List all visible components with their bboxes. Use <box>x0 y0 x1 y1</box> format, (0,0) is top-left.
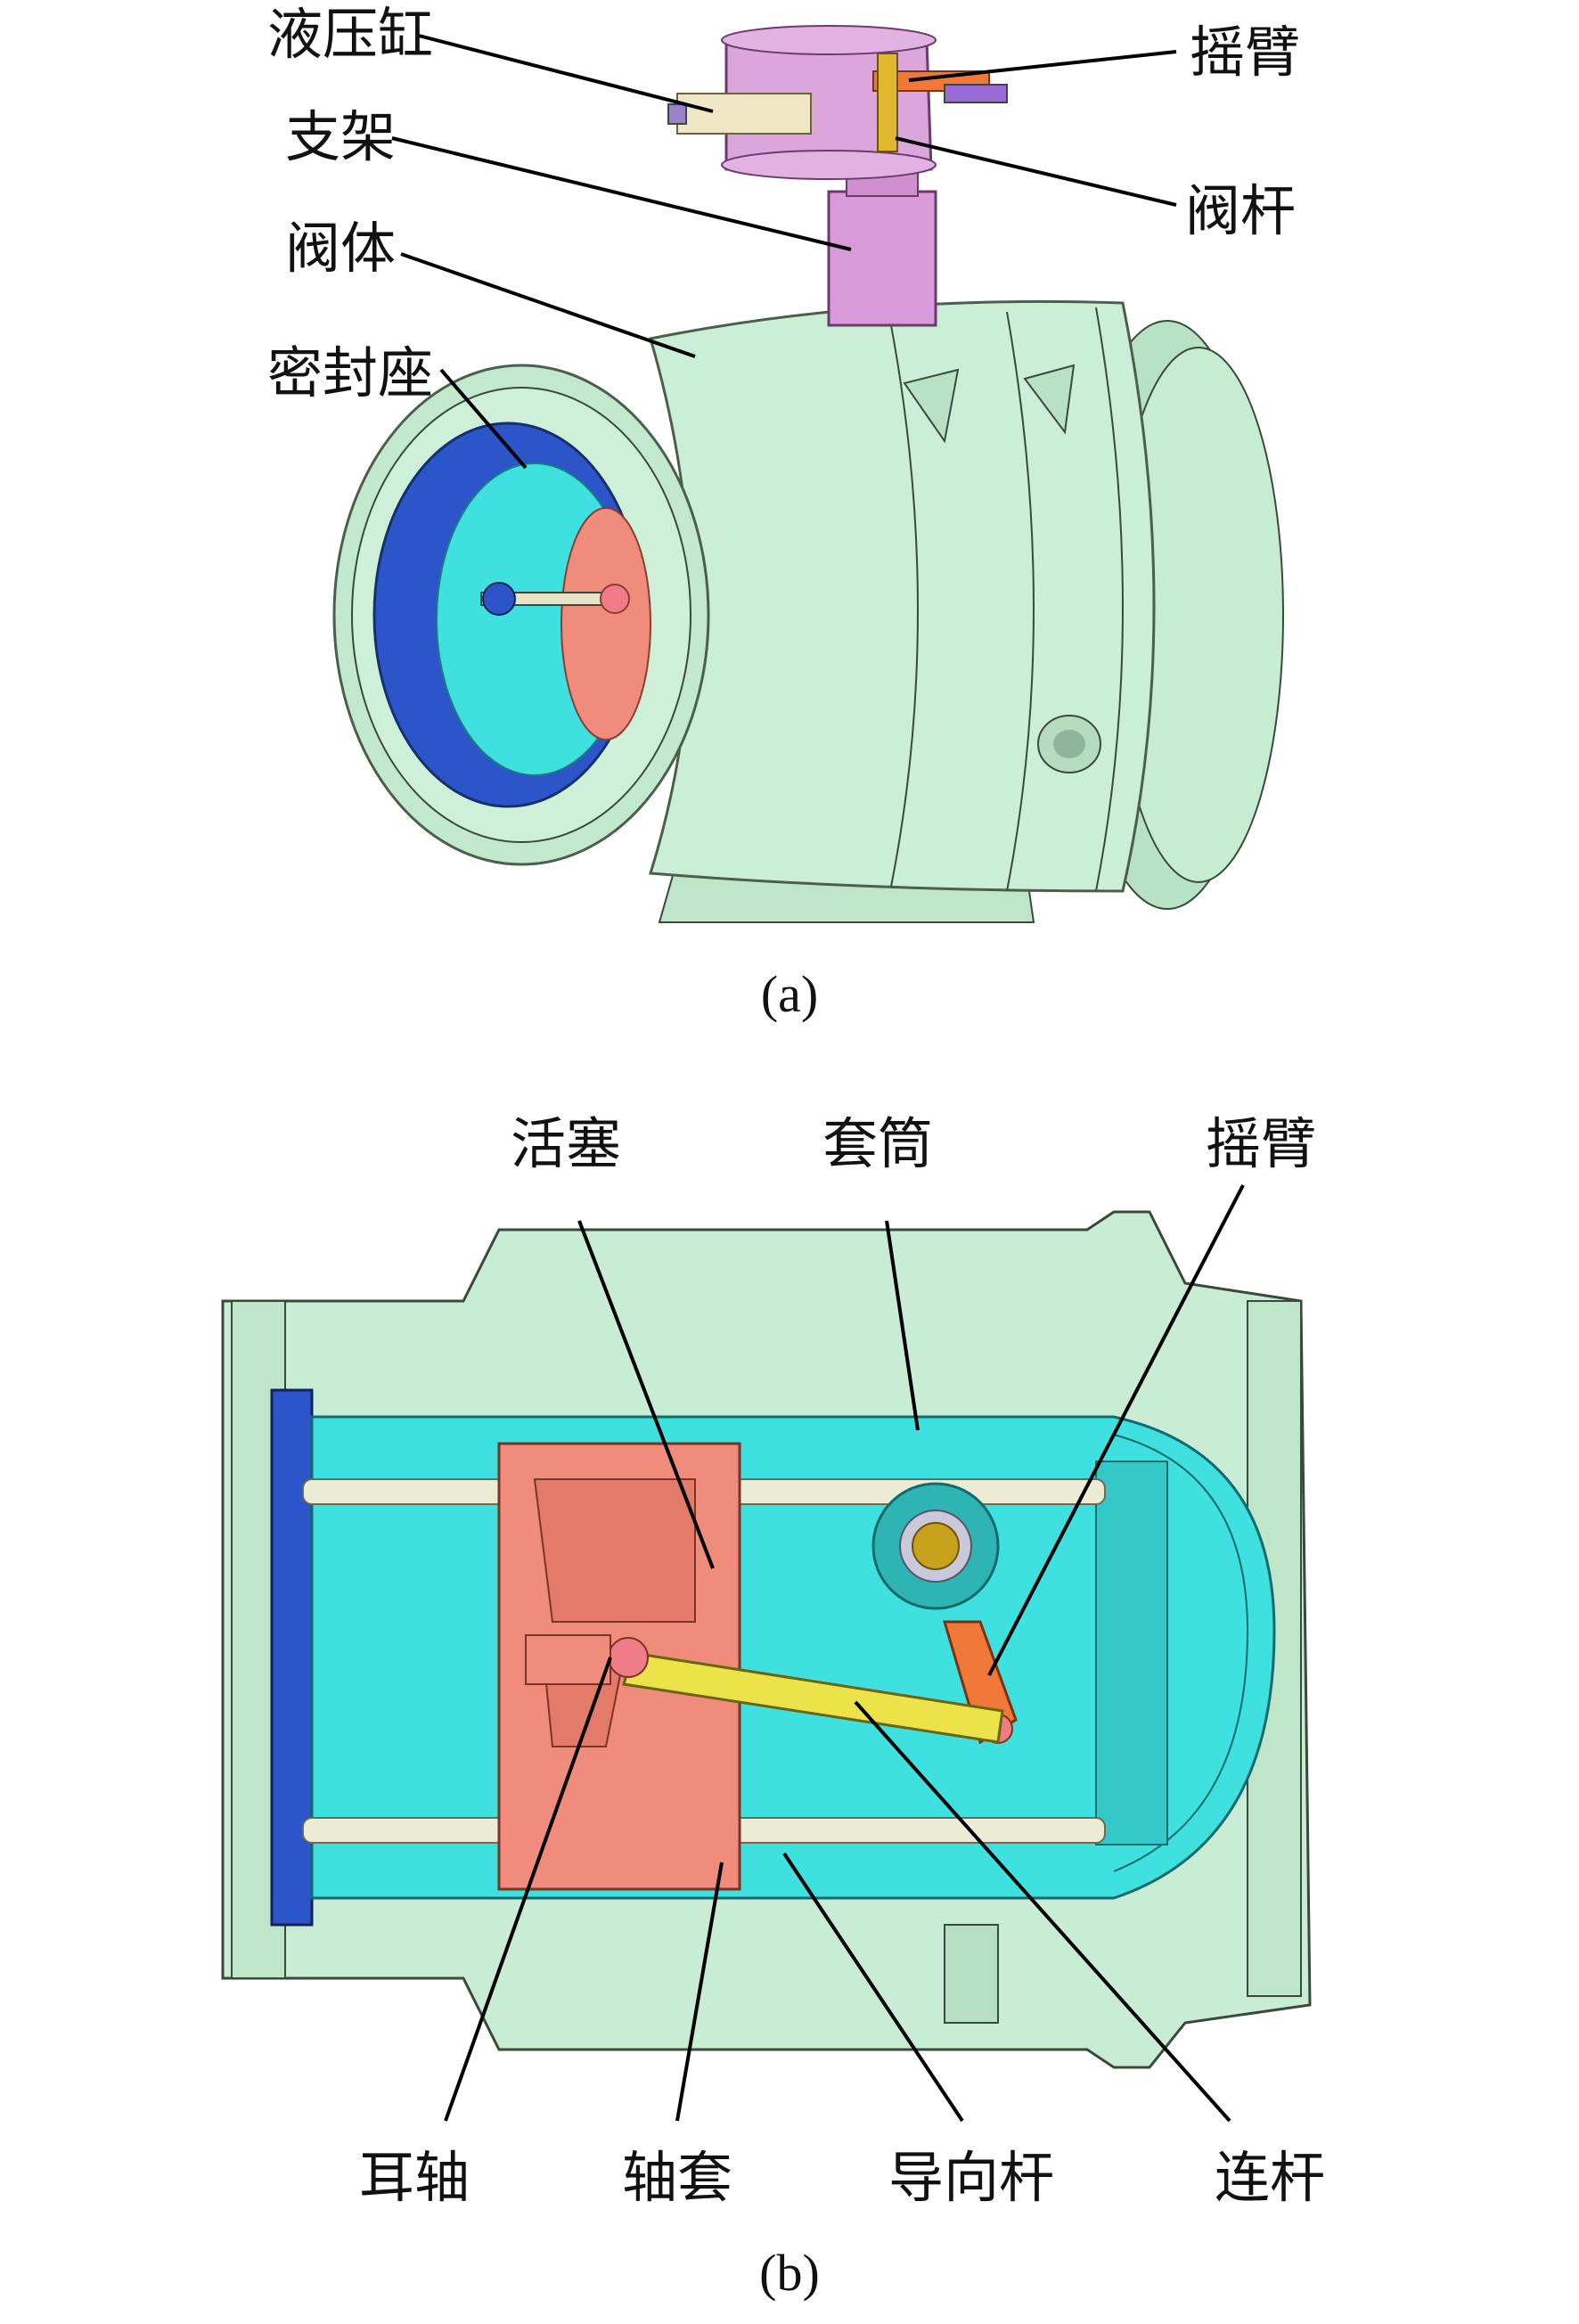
seal-seat-section <box>270 1388 314 1927</box>
leader-rocker-arm-a <box>908 50 1177 82</box>
valve-stem-part <box>877 53 898 152</box>
leader-guide-rod <box>782 1852 964 2123</box>
leader-connecting-rod <box>854 1700 1231 2123</box>
label-piston: 活塞 <box>511 1111 621 1176</box>
label-hydraulic-cylinder: 液压缸 <box>267 2 433 67</box>
label-valve-stem: 阀杆 <box>1185 178 1296 243</box>
leader-hydraulic-cylinder <box>418 34 714 113</box>
leader-piston <box>577 1220 715 1569</box>
leader-sleeve <box>885 1220 920 1431</box>
label-trunnion: 耳轴 <box>359 2145 470 2210</box>
label-sleeve: 套筒 <box>822 1111 933 1176</box>
bracket-column <box>827 190 937 327</box>
leader-valve-body <box>400 252 696 358</box>
leader-bushing <box>675 1862 724 2122</box>
label-bracket: 支架 <box>285 104 396 169</box>
leader-valve-stem <box>895 136 1177 207</box>
panel-a-drawing <box>332 25 1284 923</box>
caption-a: (a) <box>761 965 818 1023</box>
label-rocker-arm-a: 摇臂 <box>1190 20 1300 85</box>
leader-rocker-arm-b <box>987 1184 1245 1676</box>
label-guide-rod: 导向杆 <box>888 2145 1054 2210</box>
trunnion-pin <box>608 1637 649 1678</box>
panel-b-drawing <box>221 1210 1312 2069</box>
label-valve-body: 阀体 <box>285 216 396 281</box>
label-rocker-arm-b: 摇臂 <box>1206 1111 1316 1176</box>
label-connecting-rod: 连杆 <box>1215 2145 1325 2210</box>
hydraulic-cylinder-part <box>676 93 812 135</box>
leader-trunnion <box>444 1657 612 2122</box>
leader-bracket <box>391 136 852 251</box>
leader-seal-seat <box>439 368 528 470</box>
label-bushing: 轴套 <box>622 2145 732 2210</box>
caption-b: (b) <box>759 2244 820 2302</box>
label-seal-seat: 密封座 <box>267 340 433 405</box>
